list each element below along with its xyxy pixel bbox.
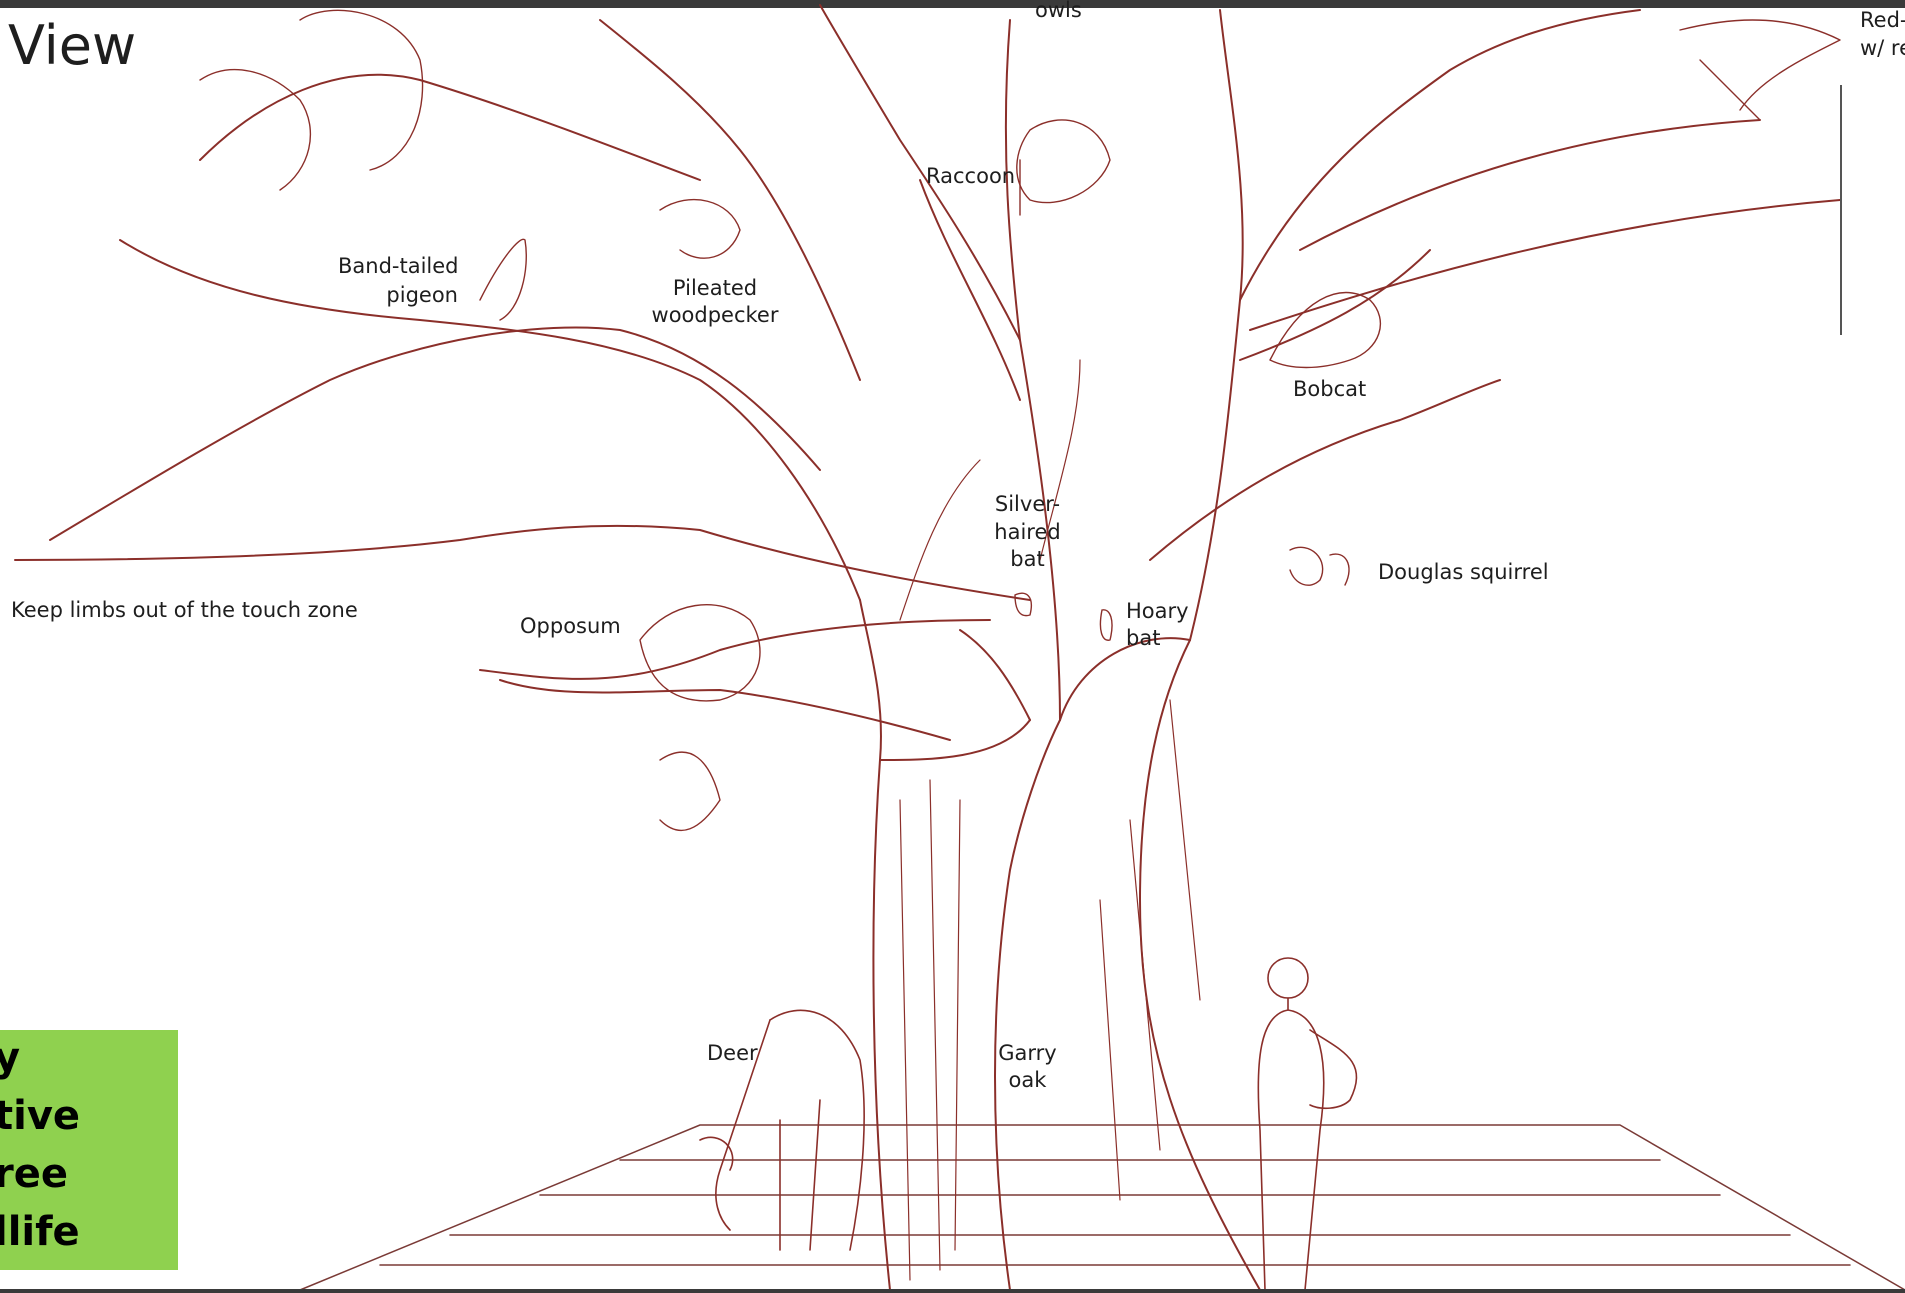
ground-grid (300, 1125, 1905, 1290)
label-band-tailed-2: pigeon (338, 281, 458, 309)
green-callout-box: y tive ree llife (0, 1030, 178, 1270)
label-deer: Deer (707, 1039, 758, 1067)
label-opossum: Opposum (520, 612, 621, 640)
label-red-tailed-top: Red- (1860, 6, 1905, 34)
label-band-tailed-1: Band-tailed (338, 252, 458, 280)
raccoon-sketch (1017, 120, 1110, 215)
label-bobcat: Bobcat (1293, 375, 1366, 403)
label-raccoon: Raccoon (926, 162, 1015, 190)
label-silver-haired-1: Silver- (985, 490, 1070, 518)
right-divider-line (1840, 85, 1842, 335)
label-garry-2: oak (990, 1066, 1065, 1094)
green-box-line-4: llife (0, 1212, 80, 1252)
upper-limbs (820, 5, 1840, 720)
label-pileated-2: woodpecker (630, 301, 800, 329)
green-box-line-3: ree (0, 1154, 68, 1194)
bobcat-sketch (1270, 293, 1380, 368)
bottom-edge-bar (0, 1289, 1905, 1293)
label-keep-limbs: Keep limbs out of the touch zone (11, 596, 358, 624)
label-hoary-2: bat (1126, 624, 1160, 652)
label-silver-haired-3: bat (985, 545, 1070, 573)
owl-sketch (200, 10, 423, 190)
label-garry-1: Garry (990, 1039, 1065, 1067)
hawk-sketch (1680, 20, 1840, 120)
label-silver-haired-2: haired (985, 518, 1070, 546)
human-figure (1258, 958, 1356, 1290)
label-red-tailed-bottom: w/ re (1860, 34, 1905, 62)
green-box-line-2: tive (0, 1096, 80, 1136)
green-box-line-1: y (0, 1038, 20, 1078)
label-owls: owls (1035, 0, 1082, 24)
label-hoary-1: Hoary (1126, 597, 1189, 625)
page-title: View (8, 14, 136, 77)
label-douglas-squirrel: Douglas squirrel (1378, 558, 1549, 586)
label-pileated-1: Pileated (630, 274, 800, 302)
opossum-sketch (640, 605, 760, 831)
